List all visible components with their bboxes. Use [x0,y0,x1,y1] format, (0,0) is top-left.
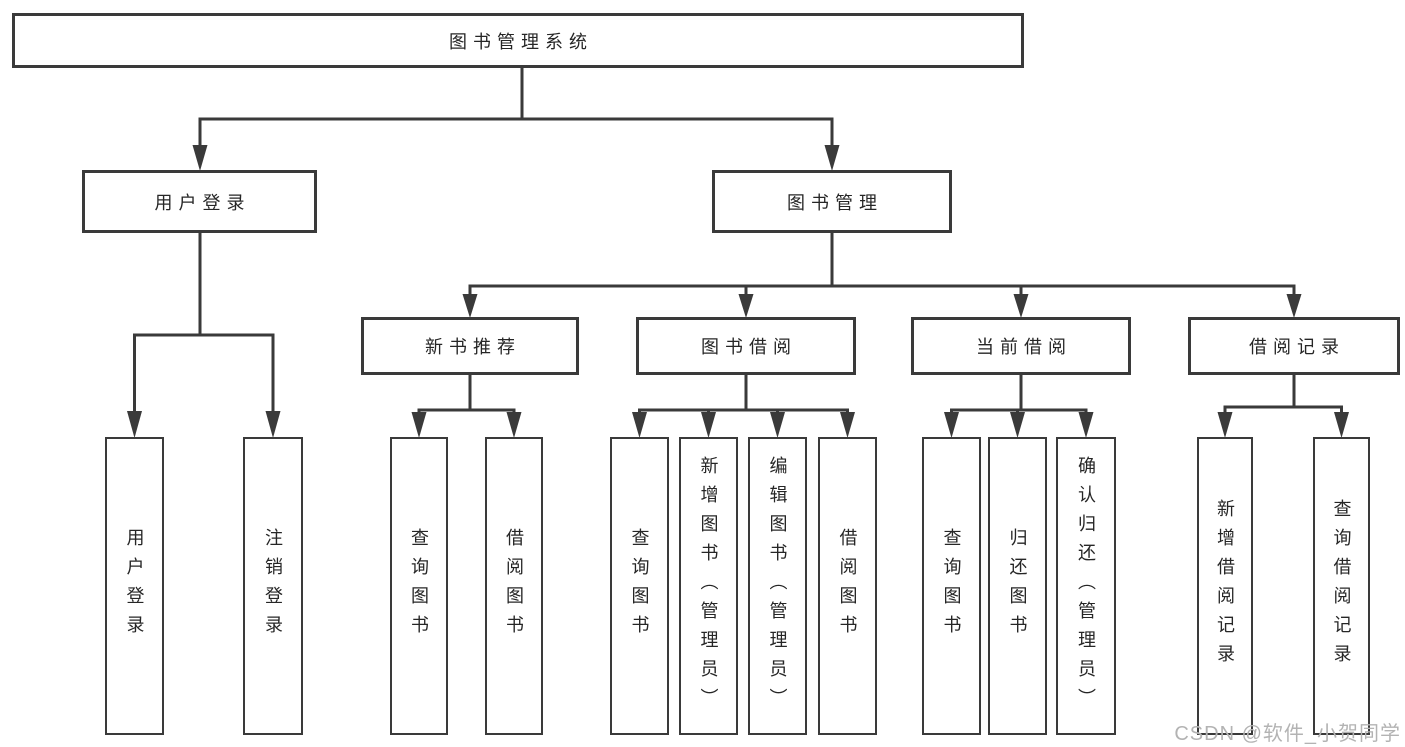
node-leaf-confirm-return-admin: 确认归还（管理员） [1056,437,1116,735]
node-leaf-query-books-borrow: 查询图书 [610,437,669,735]
node-leaf-return-books: 归还图书 [988,437,1047,735]
node-new-book-recommend: 新书推荐 [361,317,579,375]
node-leaf-add-borrow-record: 新增借阅记录 [1197,437,1253,735]
node-library-management-system: 图书管理系统 [12,13,1024,68]
node-leaf-query-borrow-record: 查询借阅记录 [1313,437,1370,735]
node-leaf-add-books-admin: 新增图书（管理员） [679,437,738,735]
node-leaf-query-books-current: 查询图书 [922,437,981,735]
node-leaf-edit-books-admin: 编辑图书（管理员） [748,437,807,735]
node-book-management: 图书管理 [712,170,952,233]
node-leaf-query-books-recommend: 查询图书 [390,437,448,735]
node-leaf-borrow-books: 借阅图书 [818,437,877,735]
node-borrow-records: 借阅记录 [1188,317,1400,375]
node-current-borrow: 当前借阅 [911,317,1131,375]
node-user-login: 用户登录 [82,170,317,233]
node-leaf-borrow-books-recommend: 借阅图书 [485,437,543,735]
node-leaf-user-login: 用户登录 [105,437,164,735]
node-book-borrow: 图书借阅 [636,317,856,375]
arrowheads [127,145,1349,438]
node-leaf-logout: 注销登录 [243,437,303,735]
